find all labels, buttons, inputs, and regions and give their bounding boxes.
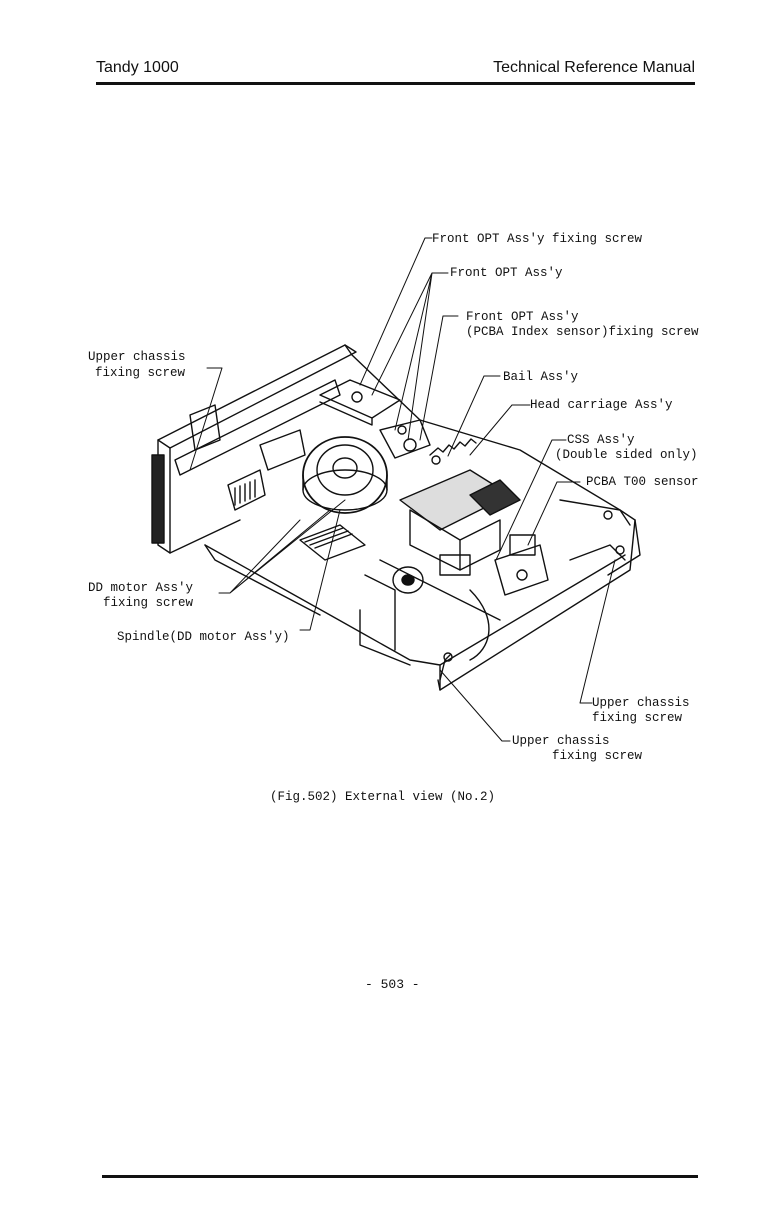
front-opt-assy (319, 379, 401, 426)
label-upper-chassis-bottom-line1: Upper chassis (512, 734, 610, 748)
header-title-right: Technical Reference Manual (493, 59, 695, 76)
spindle-motor (302, 436, 388, 514)
left-connector (227, 429, 306, 511)
label-head-carriage-assy: Head carriage Ass'y (530, 398, 673, 412)
footer-rule (102, 1175, 698, 1178)
label-dd-motor-line1: DD motor Ass'y (88, 581, 194, 595)
index-sensor (379, 419, 431, 459)
label-dd-motor-line2: fixing screw (103, 596, 194, 610)
head-carriage (399, 469, 521, 576)
page-number: - 503 - (365, 977, 420, 992)
label-front-opt-pcba-line1: Front OPT Ass'y (466, 310, 579, 324)
front-bezel (151, 344, 357, 554)
label-bail-assy: Bail Ass'y (503, 370, 579, 384)
label-css-assy-line2: (Double sided only) (555, 448, 698, 462)
label-front-opt-assy: Front OPT Ass'y (450, 266, 563, 280)
label-upper-chassis-bottom-line2: fixing screw (552, 749, 643, 763)
bail-spring (429, 438, 477, 465)
chassis-cutout (299, 524, 366, 561)
t00-sensor (494, 534, 549, 596)
stepper-motor (379, 559, 501, 661)
label-upper-chassis-left-line2: fixing screw (95, 366, 186, 380)
label-front-opt-pcba-line2: (PCBA Index sensor)fixing screw (466, 325, 699, 339)
label-front-opt-fixing-screw: Front OPT Ass'y fixing screw (432, 232, 643, 246)
label-spindle: Spindle(DD motor Ass'y) (117, 630, 290, 644)
header-rule (96, 82, 695, 85)
leader-lines (189, 237, 616, 742)
figure-caption: (Fig.502) External view (No.2) (270, 790, 496, 804)
label-upper-chassis-right-line1: Upper chassis (592, 696, 690, 710)
right-bracket (443, 499, 631, 662)
header-title-left: Tandy 1000 (96, 59, 179, 76)
label-upper-chassis-right-line2: fixing screw (592, 711, 683, 725)
label-pcba-t00-sensor: PCBA T00 sensor (586, 475, 699, 489)
label-css-assy-line1: CSS Ass'y (567, 433, 635, 447)
label-upper-chassis-left-line1: Upper chassis (88, 350, 186, 364)
